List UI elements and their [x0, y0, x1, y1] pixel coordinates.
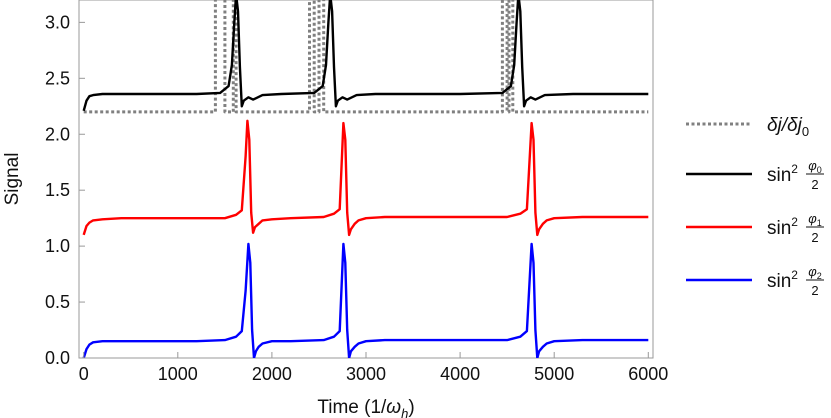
legend-label-3: sin2	[767, 268, 798, 292]
x-tick-label: 3000	[346, 364, 386, 384]
series-line-1	[82, 0, 649, 112]
y-tick-label: 1.5	[45, 180, 70, 200]
y-tick-label: 3.0	[45, 12, 70, 32]
legend-label-0: δj/δj0	[767, 115, 809, 139]
y-axis-label: Signal	[2, 153, 23, 206]
legend-frac-num-1: φ0	[808, 158, 822, 175]
y-tick-label: 1.0	[45, 236, 70, 256]
x-tick-label: 2000	[252, 364, 292, 384]
x-tick-label: 4000	[440, 364, 480, 384]
legend-label-2: sin2	[767, 215, 798, 239]
series-line-2	[82, 119, 649, 237]
x-axis-label: Time (1/ωh)	[317, 397, 414, 418]
series-line-0	[83, 0, 649, 114]
legend-frac-num-2: φ1	[808, 211, 822, 228]
y-tick-label: 0.5	[45, 292, 70, 312]
x-tick-label: 0	[79, 364, 89, 384]
x-axis-ticks: 0 1000 2000 3000 4000 5000 6000	[79, 352, 668, 384]
y-tick-label: 2.0	[45, 124, 70, 144]
legend-frac-num-3: φ2	[808, 264, 822, 281]
x-tick-label: 5000	[534, 364, 574, 384]
y-tick-label: 2.5	[45, 68, 70, 88]
legend-frac-den-2: 2	[811, 230, 818, 245]
legend: δj/δj0 sin2 φ0 2 sin2 φ1 2 sin2 φ2 2	[686, 115, 824, 298]
x-tick-label: 1000	[158, 364, 198, 384]
series-layer	[82, 0, 649, 358]
legend-label-1: sin2	[767, 162, 798, 186]
y-axis-ticks: 0.0 0.5 1.0 1.5 2.0 2.5 3.0	[45, 12, 85, 368]
x-tick-label: 6000	[628, 364, 668, 384]
plot-frame	[78, 0, 654, 359]
legend-frac-den-1: 2	[811, 177, 818, 192]
series-line-3	[82, 242, 649, 358]
y-tick-label: 0.0	[45, 348, 70, 368]
legend-frac-den-3: 2	[811, 283, 818, 298]
